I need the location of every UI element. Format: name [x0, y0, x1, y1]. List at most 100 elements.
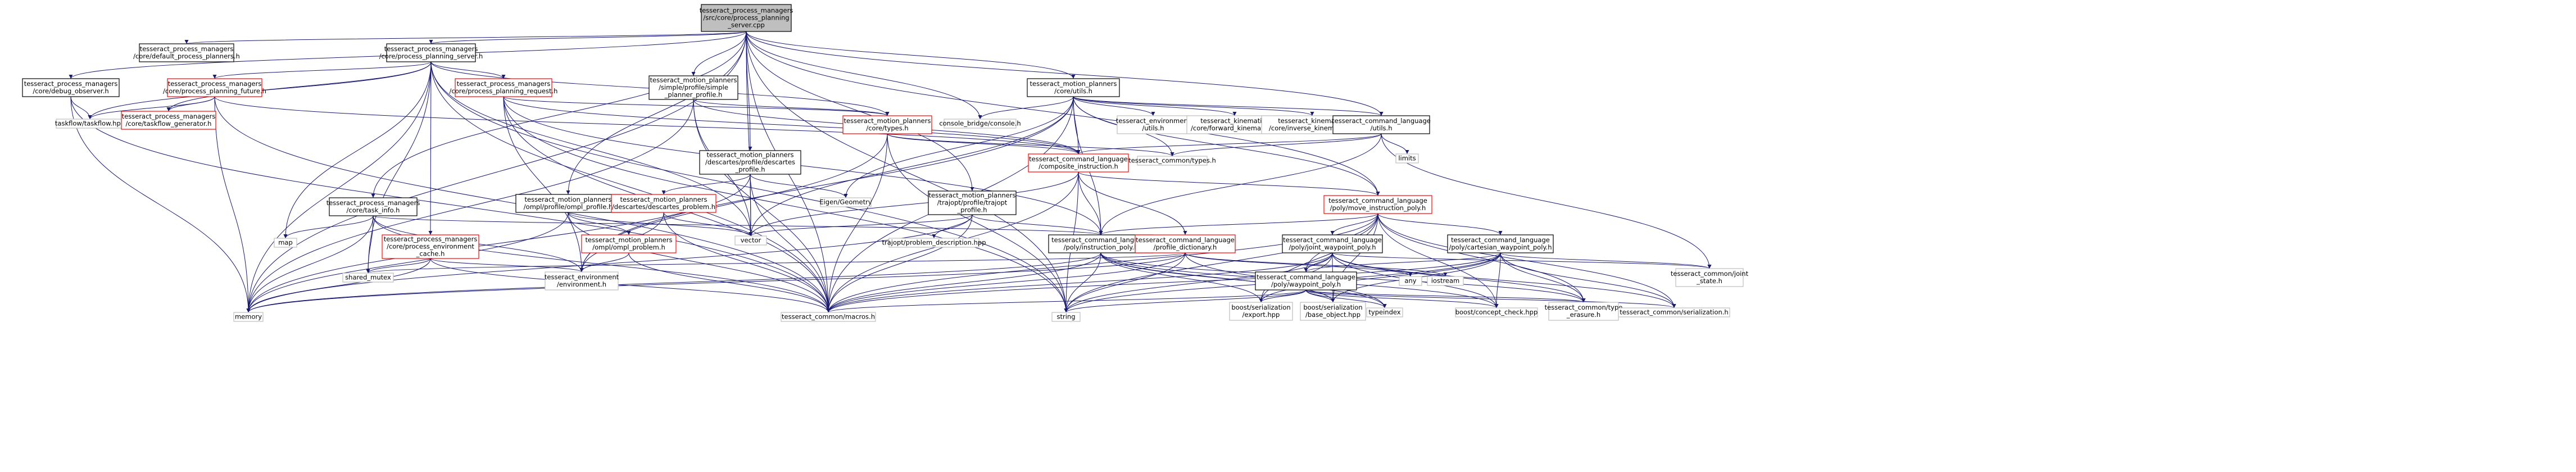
- node-label: /environment.h: [557, 280, 606, 288]
- node-label: tesseract_command_language: [1283, 236, 1382, 244]
- node-label: tesseract_process_managers: [700, 7, 793, 15]
- node-ppf[interactable]: tesseract_process_managers/core/process_…: [163, 78, 266, 97]
- edge-ppr-to-env_env: [503, 96, 584, 273]
- edge-cart_wp-to-serialization: [1500, 252, 1676, 308]
- node-label: tesseract_motion_planners: [650, 76, 737, 84]
- node-label: taskflow/taskflow.hpp: [55, 120, 125, 128]
- edge-ppf-to-memory: [214, 96, 251, 313]
- node-label: tesseract_process_managers: [384, 45, 478, 53]
- node-box: [139, 43, 234, 62]
- node-label: /ompl/profile/ompl_profile.h: [524, 203, 613, 211]
- node-macros: tesseract_common/macros.h: [781, 312, 876, 322]
- node-label: boost/serialization: [1303, 303, 1362, 311]
- edge-simple_profile-to-macros: [693, 99, 831, 313]
- node-label: /descartes/descartes_problem.h: [612, 203, 715, 211]
- edge-instr_poly-to-macros: [826, 252, 1101, 313]
- node-label: tesseract_process_managers: [122, 112, 216, 120]
- node-pps-h[interactable]: tesseract_process_managers/core/process_…: [379, 43, 483, 62]
- edge-descartes_profile-to-vector: [749, 174, 753, 237]
- node-label: tesseract_process_managers: [457, 80, 551, 88]
- node-label: /export.hpp: [1242, 311, 1280, 319]
- edge-cart_wp-to-waypoint_poly: [1304, 252, 1501, 273]
- node-box: [386, 43, 476, 62]
- node-box: [455, 78, 552, 97]
- node-label: tesseract_common/macros.h: [782, 313, 875, 321]
- node-descartes-profile[interactable]: tesseract_motion_planners/descartes/prof…: [699, 150, 801, 175]
- node-box: [1618, 307, 1730, 317]
- node-simple-profile[interactable]: tesseract_motion_planners/simple/profile…: [648, 75, 738, 100]
- edge-root-to-task_info: [371, 31, 747, 198]
- node-debug-obs[interactable]: tesseract_process_managers/core/debug_ob…: [22, 78, 120, 97]
- node-core-utils[interactable]: tesseract_motion_planners/core/utils.h: [1027, 78, 1120, 97]
- edge-task_info-to-map: [283, 215, 374, 239]
- node-ompl-profile[interactable]: tesseract_motion_planners/ompl/profile/o…: [515, 194, 621, 213]
- node-label: tesseract_common/type: [1545, 303, 1623, 311]
- node-box: [1028, 153, 1129, 173]
- edge-core_utils-to-composite: [1073, 96, 1081, 155]
- node-label: /trajopt/profile/trajopt: [937, 199, 1008, 207]
- node-root[interactable]: tesseract_process_managers/src/core/proc…: [700, 4, 793, 32]
- node-label: tesseract_kinematics: [1278, 117, 1346, 125]
- edge-debug_obs-to-memory: [70, 96, 251, 313]
- node-env-cache[interactable]: tesseract_process_managers/core/process_…: [382, 234, 479, 259]
- node-label: /core/types.h: [866, 124, 908, 132]
- edge-instr_poly-to-boost_export: [1100, 252, 1263, 303]
- edge-ompl_profile-to-memory: [246, 212, 569, 313]
- node-waypoint-poly[interactable]: tesseract_command_language/poly/waypoint…: [1255, 271, 1357, 291]
- node-label: /core/debug_observer.h: [33, 87, 108, 95]
- edge-root-to-memory: [246, 31, 747, 313]
- edge-move_instr-to-joint_wp: [1330, 213, 1378, 235]
- node-label: tesseract_common/joint: [1671, 270, 1749, 278]
- node-composite[interactable]: tesseract_command_language/composite_ins…: [1028, 153, 1129, 173]
- node-descartes-problem[interactable]: tesseract_motion_planners/descartes/desc…: [611, 194, 716, 213]
- node-task-info[interactable]: tesseract_process_managers/core/task_inf…: [326, 197, 420, 216]
- edge-waypoint_poly-to-serialization: [1305, 289, 1676, 308]
- node-box: [888, 238, 979, 248]
- node-box: [1137, 156, 1208, 166]
- node-box: [1323, 195, 1432, 214]
- edge-trajopt_profile-to-vector: [749, 214, 973, 237]
- node-label: string: [1056, 313, 1075, 321]
- edge-instr_poly-to-memory: [246, 252, 1101, 313]
- node-joint-state: tesseract_common/joint_state.h: [1671, 268, 1749, 287]
- node-box: [1300, 302, 1366, 321]
- node-shared-mutex: shared_mutex: [342, 273, 394, 283]
- node-tf-gen[interactable]: tesseract_process_managers/core/taskflow…: [121, 111, 216, 130]
- node-move-instr[interactable]: tesseract_command_language/poly/move_ins…: [1323, 195, 1432, 214]
- edge-descartes_profile-to-descartes_problem: [661, 174, 751, 195]
- node-default-planners[interactable]: tesseract_process_managers/core/default_…: [133, 43, 240, 62]
- edge-pps_h-to-ppr: [430, 61, 506, 79]
- node-trajopt-profile[interactable]: tesseract_motion_planners/trajopt/profil…: [928, 190, 1017, 215]
- node-box: [1548, 302, 1619, 321]
- node-iostream: iostream: [1427, 276, 1464, 286]
- node-profile-dict[interactable]: tesseract_command_language/profile_dicti…: [1135, 234, 1236, 253]
- edge-cl_utils-to-limits: [1381, 133, 1409, 155]
- node-mp-types[interactable]: tesseract_motion_planners/core/types.h: [842, 115, 932, 134]
- node-ppr[interactable]: tesseract_process_managers/core/process_…: [450, 78, 558, 97]
- node-label: /core/process_environment: [387, 243, 474, 251]
- node-box: [1447, 234, 1554, 253]
- edge-composite-to-move_instr: [1078, 171, 1380, 196]
- node-label: tesseract_command_language: [1328, 197, 1427, 205]
- edge-pps_h-to-string: [430, 61, 1068, 313]
- edge-joint_wp-to-joint_state: [1332, 252, 1712, 269]
- node-typeindex: typeindex: [1366, 307, 1403, 317]
- node-label: /poly/cartesian_waypoint_poly.h: [1449, 243, 1552, 251]
- node-label: tesseract_common/types.h: [1128, 157, 1216, 165]
- node-cart-wp[interactable]: tesseract_command_language/poly/cartesia…: [1447, 234, 1554, 253]
- edge-joint_wp-to-string: [1064, 252, 1333, 313]
- node-cl-utils[interactable]: tesseract_command_language/utils.h: [1332, 115, 1431, 134]
- node-joint-wp[interactable]: tesseract_command_language/poly/joint_wa…: [1282, 234, 1383, 253]
- node-label: tesseract_command_language: [1451, 236, 1550, 244]
- node-string: string: [1051, 312, 1081, 322]
- node-console: console_bridge/console.h: [939, 119, 1021, 129]
- edge-joint_wp-to-macros: [826, 252, 1333, 313]
- node-label: /composite_instruction.h: [1038, 162, 1118, 170]
- node-ompl-problem[interactable]: tesseract_motion_planners/ompl/ompl_prob…: [581, 234, 677, 253]
- node-memory: memory: [233, 312, 264, 322]
- edge-mp_types-to-string: [887, 133, 1068, 313]
- node-label: tesseract_command_language: [1257, 273, 1355, 281]
- node-serialization: tesseract_common/serialization.h: [1618, 307, 1730, 317]
- node-label: tesseract_motion_planners: [525, 196, 612, 203]
- edge-root-to-simple_profile: [691, 31, 747, 76]
